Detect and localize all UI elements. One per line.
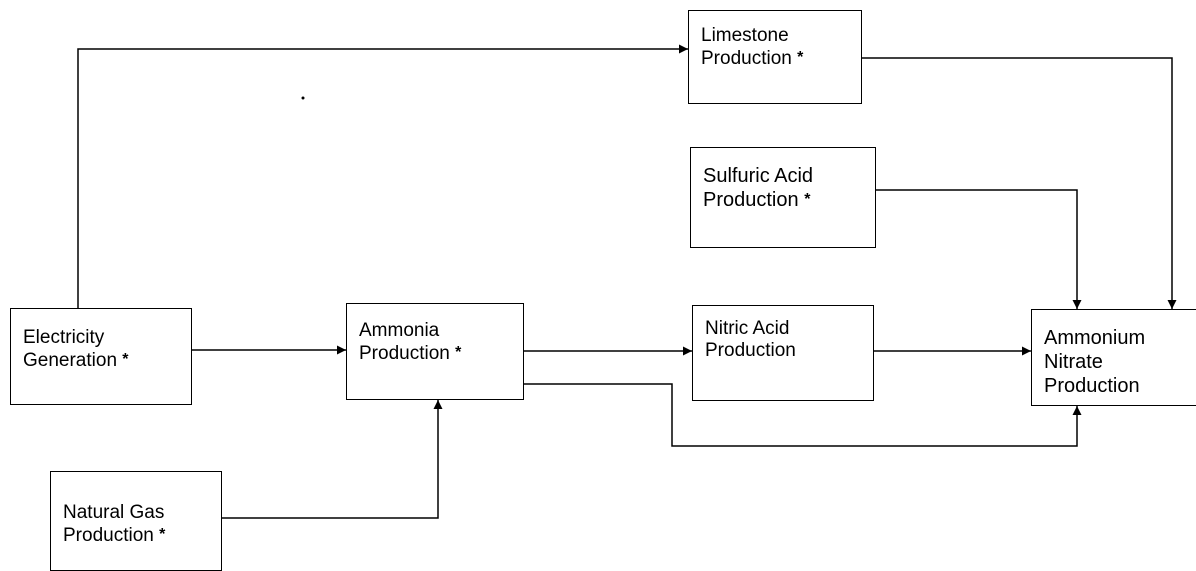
node-ammonium-nitrate-production: Ammonium Nitrate Production bbox=[1031, 309, 1196, 406]
edge-naturalgas-ammonia bbox=[222, 400, 443, 519]
node-label-line2: Generation bbox=[23, 350, 118, 371]
node-limestone-production: Limestone Production * bbox=[688, 10, 862, 104]
node-label-line2: Nitrate bbox=[1044, 351, 1103, 373]
node-label-line2: Production bbox=[701, 48, 792, 69]
asterisk-mark: * bbox=[804, 191, 811, 208]
node-label-line1: Electricity bbox=[23, 327, 105, 348]
node-label-line1: Natural Gas bbox=[63, 502, 165, 523]
node-electricity-generation: Electricity Generation * bbox=[10, 308, 192, 405]
node-label-line1: Sulfuric Acid bbox=[703, 165, 814, 187]
node-ammonia-production: Ammonia Production * bbox=[346, 303, 524, 400]
node-label-line2-wrap: Production * bbox=[359, 342, 523, 365]
asterisk-mark: * bbox=[122, 351, 129, 368]
node-label-line1: Ammonium bbox=[1044, 327, 1146, 349]
node-natural-gas-production: Natural Gas Production * bbox=[50, 471, 222, 571]
asterisk-mark: * bbox=[455, 344, 462, 361]
node-label-line2: Production bbox=[705, 340, 796, 361]
node-sulfuric-acid-production: Sulfuric Acid Production * bbox=[690, 147, 876, 248]
node-label-line1: Nitric Acid bbox=[705, 318, 790, 339]
asterisk-mark: * bbox=[159, 526, 166, 543]
node-nitric-acid-production: Nitric Acid Production bbox=[692, 305, 874, 401]
edge-limestone-ammoniumnitrate bbox=[862, 57, 1177, 309]
node-label-line2: Production bbox=[703, 189, 799, 211]
node-label-line2-wrap: Production * bbox=[701, 47, 861, 70]
node-label-line2-wrap: Generation * bbox=[23, 349, 191, 372]
stray-dot bbox=[301, 96, 305, 100]
edge-ammonia-ammoniumnitrate bbox=[524, 383, 1082, 447]
node-label-line2: Production bbox=[63, 525, 154, 546]
edge-sulfuric-ammoniumnitrate bbox=[876, 189, 1082, 309]
node-label-line1: Ammonia bbox=[359, 320, 440, 341]
node-label-line2: Production bbox=[359, 343, 450, 364]
node-label-line2-wrap: Production * bbox=[63, 524, 221, 547]
node-label-line3: Production bbox=[1044, 375, 1140, 397]
node-label-line2-wrap: Production * bbox=[703, 188, 875, 212]
asterisk-mark: * bbox=[797, 49, 804, 66]
edge-electricity-limestone bbox=[77, 44, 688, 308]
node-label-line1: Limestone bbox=[701, 25, 789, 46]
